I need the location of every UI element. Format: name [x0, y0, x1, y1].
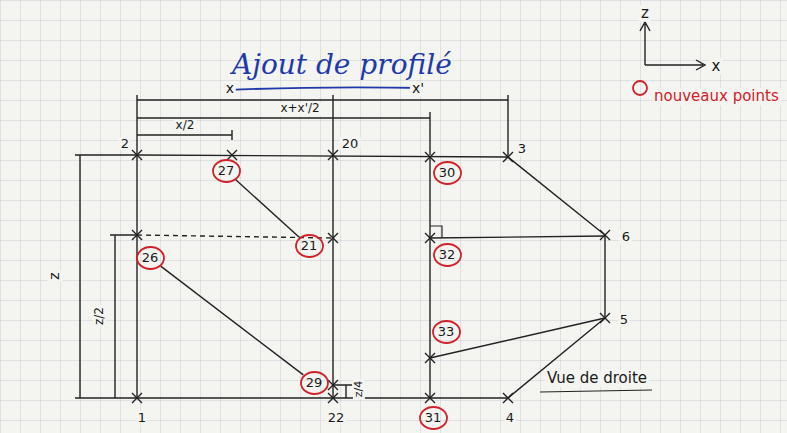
- point-number: 22: [326, 411, 347, 425]
- point-number: 30: [439, 166, 456, 180]
- point-number: 26: [142, 251, 159, 265]
- circled-point-number: 30: [433, 161, 462, 185]
- circled-point-number: 27: [212, 159, 241, 183]
- dimension-label: z: [47, 270, 62, 281]
- title: Ajout de profilé: [232, 50, 452, 81]
- point-number: 29: [306, 376, 323, 390]
- profile-lines: [75, 22, 705, 403]
- profile-line: [236, 180, 299, 237]
- profile-line: [161, 266, 304, 375]
- circled-point-number: 33: [432, 320, 461, 344]
- circled-point-number: 29: [300, 371, 329, 395]
- view-name: Vue de droite: [545, 370, 649, 387]
- point-number: 21: [301, 239, 318, 253]
- circled-point-number: 31: [419, 406, 448, 430]
- axis-label: z: [639, 5, 651, 22]
- point-number: 3: [516, 142, 528, 156]
- circled-point-number: 21: [295, 234, 324, 258]
- dimension-label: z/2: [93, 305, 106, 327]
- dimension-label: z/4: [353, 379, 365, 399]
- dimension-label: x': [410, 81, 426, 96]
- dimension-label: x/2: [174, 119, 197, 132]
- point-number: 33: [438, 325, 455, 339]
- legend-note: nouveaux points: [652, 88, 781, 105]
- axis-label: x: [710, 58, 723, 75]
- dimension-label: x+x'/2: [278, 102, 321, 115]
- point-number: 2: [119, 137, 131, 151]
- circled-point-number: 32: [433, 243, 462, 267]
- point-number: 31: [425, 411, 442, 425]
- point-number: 4: [504, 411, 516, 425]
- point-number: 32: [439, 248, 456, 262]
- point-number: 6: [620, 230, 632, 244]
- dimension-label: x: [224, 81, 236, 96]
- point-number: 1: [136, 411, 148, 425]
- circled-point-number: 26: [136, 246, 165, 270]
- point-number: 5: [618, 313, 630, 327]
- point-number: 27: [218, 164, 235, 178]
- point-number: 20: [340, 137, 361, 151]
